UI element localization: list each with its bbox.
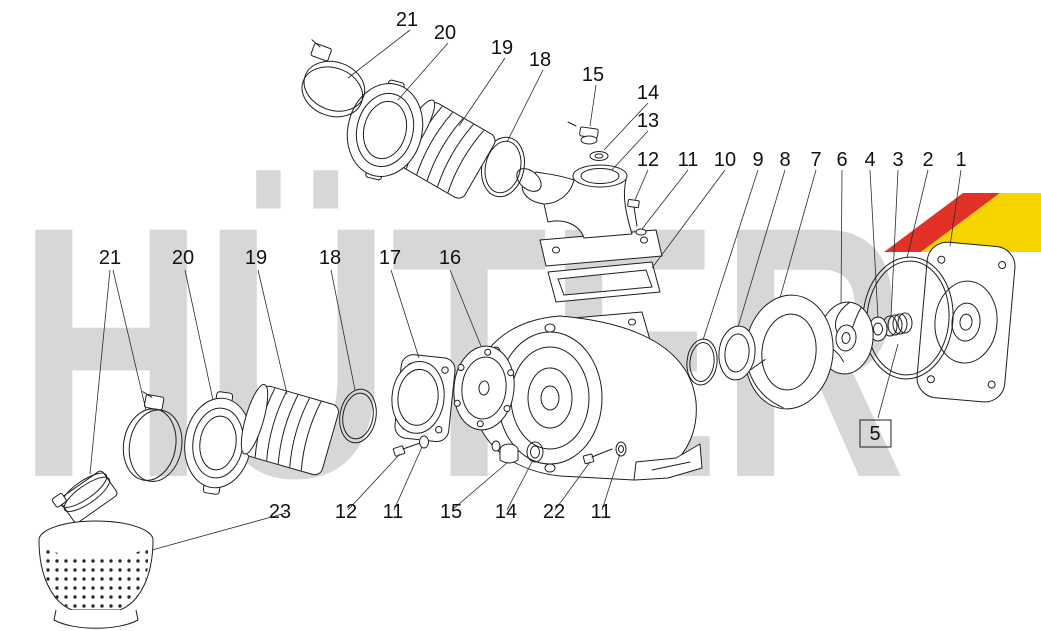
label-22: 22 <box>543 501 565 523</box>
label-19-mid: 19 <box>245 247 267 269</box>
part-13-discharge-elbow <box>516 164 663 267</box>
part-9-o-ring <box>686 338 718 386</box>
label-17: 17 <box>379 247 401 269</box>
label-21-mid: 21 <box>99 247 121 269</box>
label-14-top: 14 <box>637 82 659 104</box>
label-18-top: 18 <box>529 49 551 71</box>
label-18-mid: 18 <box>319 247 341 269</box>
brand-logo-red-stripe <box>884 193 1000 252</box>
part-20-coupling-lower <box>184 391 252 495</box>
label-5: 5 <box>869 423 880 445</box>
part-14-washer-lower <box>526 441 544 463</box>
leader-lines <box>89 29 962 551</box>
label-20-top: 20 <box>434 22 456 44</box>
label-20-mid: 20 <box>172 247 194 269</box>
label-16: 16 <box>439 247 461 269</box>
part-15-priming-cap <box>567 121 599 145</box>
part-11-washer-top <box>635 228 647 236</box>
label-5-box <box>859 419 892 448</box>
part-16-cover-plate <box>453 345 515 431</box>
part-11-washer-lower-right <box>615 441 627 457</box>
part-14-washer-top <box>589 151 609 161</box>
label-4: 4 <box>864 149 875 171</box>
part-7-volute-insert <box>744 294 834 410</box>
label-19-top: 19 <box>491 37 513 59</box>
part-1-rear-bracket <box>916 241 1016 403</box>
part-12-bolt-top <box>627 198 640 227</box>
label-6: 6 <box>836 149 847 171</box>
label-11-bottom-left: 11 <box>383 501 404 523</box>
part-18-o-ring-lower <box>339 388 377 444</box>
label-23: 23 <box>269 501 291 523</box>
label-12-top: 12 <box>637 149 659 171</box>
label-1: 1 <box>955 149 966 171</box>
label-14-bottom: 14 <box>495 501 517 523</box>
part-11-washer-lower-left <box>419 435 429 449</box>
part-20-coupling-top <box>346 79 424 181</box>
label-7: 7 <box>810 149 821 171</box>
label-11-bottom-right: 11 <box>591 501 612 523</box>
part-pump-body <box>472 311 703 481</box>
part-12-bolt-lower <box>392 442 421 457</box>
part-22-bolt <box>582 448 613 465</box>
label-12-bottom: 12 <box>335 501 357 523</box>
label-11-top: 11 <box>678 149 699 171</box>
label-2: 2 <box>922 149 933 171</box>
label-13: 13 <box>637 110 659 132</box>
label-8: 8 <box>779 149 790 171</box>
label-15-top: 15 <box>582 64 604 86</box>
part-23-strainer <box>38 470 154 629</box>
label-21-top: 21 <box>396 9 418 31</box>
part-15-drain-plug <box>499 443 519 464</box>
label-9: 9 <box>752 149 763 171</box>
part-21-hose-clamp-top <box>301 39 366 118</box>
label-10: 10 <box>714 149 736 171</box>
part-19-hose-lower <box>240 384 339 476</box>
part-10-flange-gasket <box>547 261 661 303</box>
part-21-hose-clamp-lower <box>122 391 183 482</box>
part-8-seal-ring <box>718 325 756 381</box>
part-17-suction-flange <box>391 354 456 443</box>
label-15-bottom: 15 <box>440 501 462 523</box>
label-3: 3 <box>892 149 903 171</box>
